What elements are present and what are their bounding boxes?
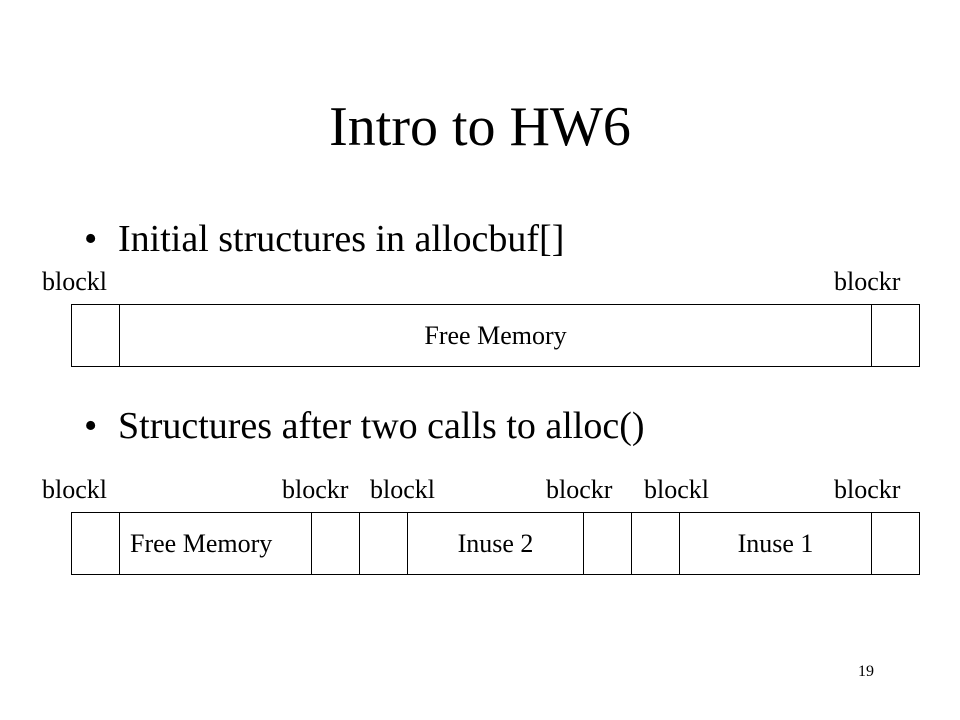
blockr-footer-cell	[872, 305, 919, 366]
inuse-2-label: Inuse 2	[457, 528, 534, 558]
blockr-footer-cell	[872, 513, 919, 574]
page-number: 19	[858, 663, 874, 680]
bullet-dot: •	[84, 405, 98, 447]
inuse-2-cell: Inuse 2	[408, 513, 584, 574]
inuse-1-label: Inuse 1	[737, 528, 814, 558]
inuse-1-cell: Inuse 1	[680, 513, 872, 574]
bullet-text: Initial structures in allocbuf[]	[118, 218, 565, 260]
diagram2-label-blockr-1: blockr	[282, 475, 349, 504]
diagram2-label-blockl-3: blockl	[644, 475, 709, 504]
blockl-header-cell	[72, 513, 120, 574]
blockl-header-cell	[632, 513, 680, 574]
diagram2-label-blockl-2: blockl	[370, 475, 435, 504]
diagram2-label-blockr-3: blockr	[834, 475, 901, 504]
bullet-dot: •	[84, 218, 98, 260]
allocbuf-initial-diagram: Free Memory	[71, 304, 920, 367]
allocbuf-after-alloc-diagram: Free Memory Inuse 2 Inuse 1	[71, 512, 920, 575]
diagram2-label-blockr-2: blockr	[546, 475, 613, 504]
diagram1-label-blockl: blockl	[42, 267, 107, 296]
free-memory-label: Free Memory	[424, 320, 567, 350]
slide-title: Intro to HW6	[329, 96, 631, 158]
bullet-after-alloc: • Structures after two calls to alloc()	[84, 403, 645, 449]
free-memory-cell: Free Memory	[120, 513, 312, 574]
blockl-header-cell	[72, 305, 120, 366]
free-memory-label: Free Memory	[130, 528, 273, 558]
diagram2-label-blockl-1: blockl	[42, 475, 107, 504]
free-memory-cell: Free Memory	[120, 305, 872, 366]
bullet-text: Structures after two calls to alloc()	[118, 405, 645, 447]
blockr-footer-cell	[584, 513, 632, 574]
diagram1-label-blockr: blockr	[834, 267, 901, 296]
blockr-footer-cell	[312, 513, 360, 574]
bullet-initial-structures: • Initial structures in allocbuf[]	[84, 216, 564, 262]
blockl-header-cell	[360, 513, 408, 574]
